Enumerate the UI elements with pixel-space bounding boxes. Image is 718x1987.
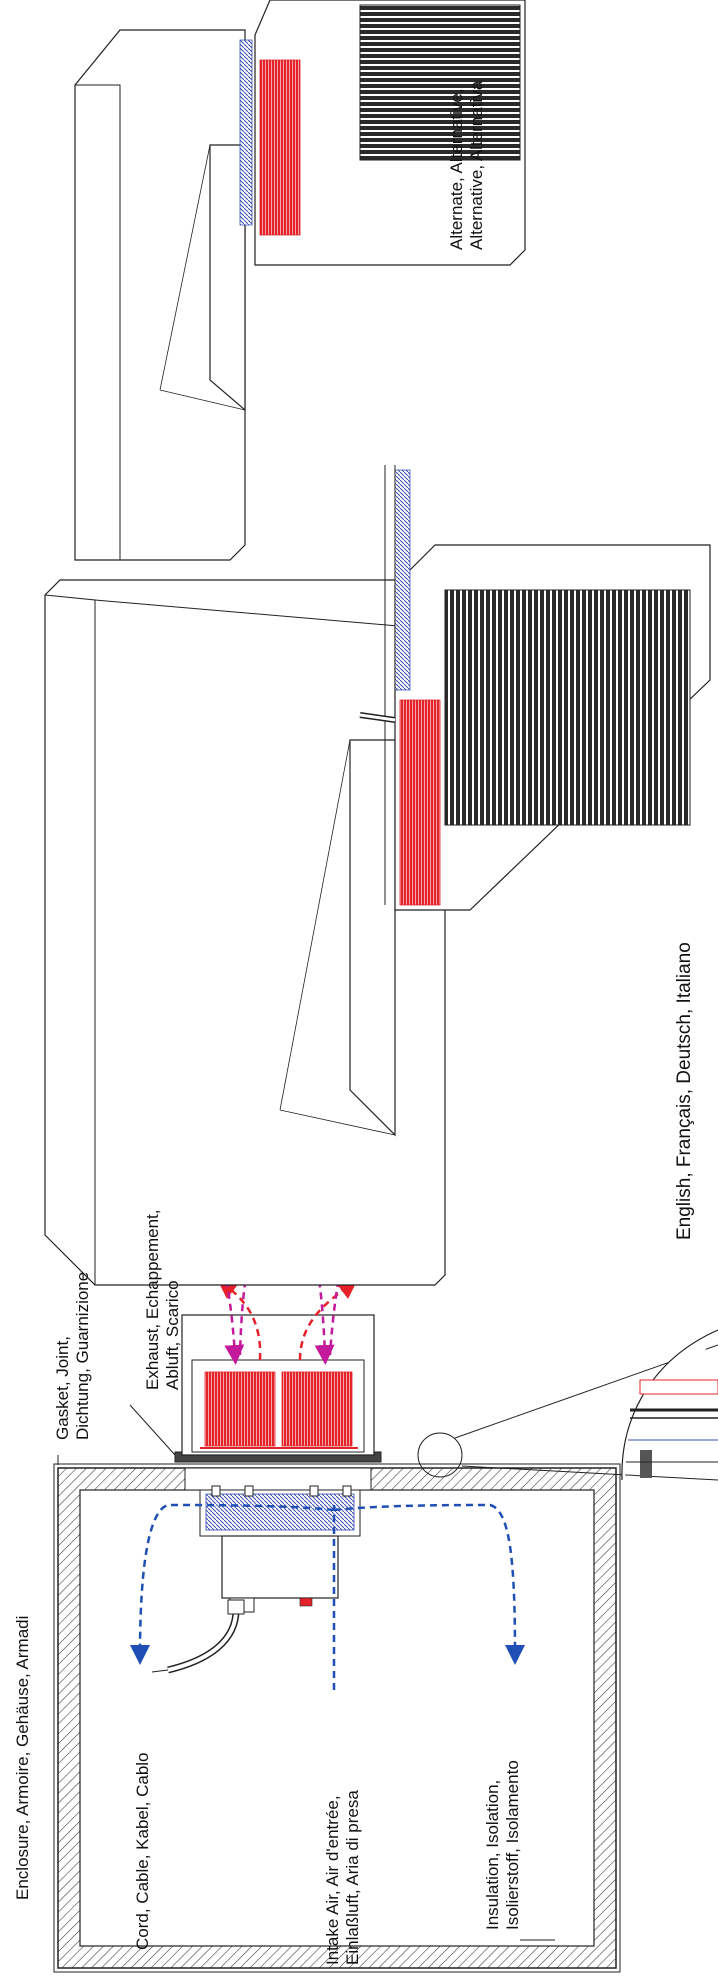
sectional-view (53, 1209, 718, 1973)
label-cord: Cord, Cable, Kabel, Cablo (133, 1752, 152, 1950)
screws (211, 1485, 352, 1497)
internal-fan-module (221, 1535, 339, 1599)
label-alternate-2: Alternative, Alternativa (467, 80, 486, 250)
external-fins-left (204, 1371, 276, 1447)
intake-air-arrow-left (130, 1503, 335, 1665)
alternate-unit (239, 0, 526, 266)
label-enclosure: Enclosure, Armoire, Gehäuse, Armadi (13, 1616, 32, 1900)
label-intake-2: Einlaßluft, Aria di presa (343, 1790, 362, 1965)
internal-fins (205, 1493, 355, 1531)
external-fins-right (281, 1371, 353, 1447)
alt-unit-red-fins (259, 59, 301, 236)
alt-unit-blue-fins (239, 39, 253, 226)
label-intake-1: Intake Air, Air d'entrée, (323, 1795, 342, 1965)
main-unit-grille (444, 589, 691, 826)
label-insulation-2: Isolierstoff, Isolamento (503, 1760, 522, 1930)
main-unit-red-fins (399, 699, 441, 906)
main-unit-blue-fins (394, 469, 411, 691)
alt-unit-grille (359, 4, 521, 161)
enclosure-outer-line (53, 1463, 621, 1973)
zoom-detail-arc (621, 1329, 718, 1481)
hot-air-arrow-left (217, 1278, 262, 1361)
detail-callout-circle (417, 1432, 463, 1478)
label-alternate-1: Alternate, Alternative, (447, 88, 466, 250)
intake-air-arrow-right (333, 1503, 525, 1665)
main-unit (359, 465, 711, 911)
hot-air-arrow-right (298, 1279, 359, 1361)
main-cutout (349, 739, 396, 1137)
label-exhaust-1: Exhaust, Echappement, (143, 1209, 162, 1390)
label-insulation-1: Insulation, Isolation, (483, 1780, 502, 1930)
main-enclosure-iso (44, 579, 446, 1286)
alternate-enclosure-iso (74, 29, 246, 561)
zoom-detail (621, 1329, 718, 1481)
label-gasket-2: Dichtung, Guarnizione (73, 1272, 92, 1440)
label-gasket-1: Gasket, Joint, (53, 1336, 72, 1440)
label-languages: English, Français, Deutsch, Italiano (674, 942, 695, 1240)
label-exhaust-2: Abluft, Scarico (163, 1280, 182, 1390)
